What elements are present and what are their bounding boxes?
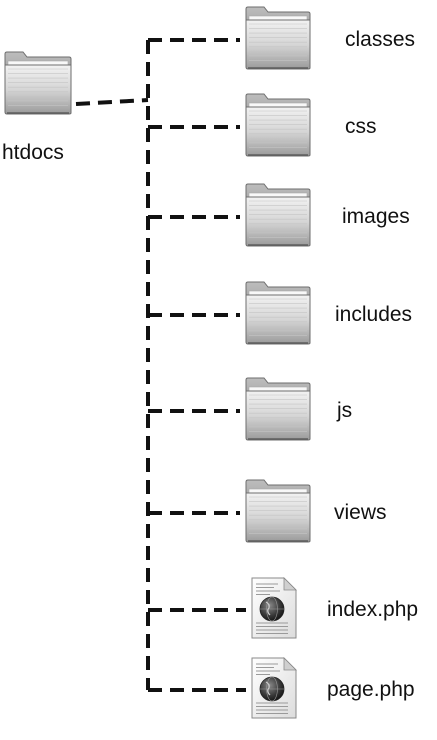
root-folder-node[interactable]: htdocs <box>2 51 72 164</box>
folder-icon <box>245 6 311 70</box>
php-file-icon <box>251 657 297 719</box>
node-label-js: js <box>336 399 352 422</box>
folder-icon <box>245 479 311 543</box>
tree-node-images[interactable]: images <box>148 183 410 247</box>
folder-icon <box>245 281 311 345</box>
tree-node-views[interactable]: views <box>148 479 387 543</box>
node-label-css: css <box>345 115 377 138</box>
tree-connectors <box>75 40 150 690</box>
root-folder-icon <box>4 51 72 115</box>
tree-node-css[interactable]: css <box>148 93 377 157</box>
folder-icon <box>245 93 311 157</box>
tree-node-page-php[interactable]: page.php <box>148 657 415 719</box>
tree-node-js[interactable]: js <box>148 377 352 441</box>
tree-node-classes[interactable]: classes <box>148 6 415 70</box>
node-label-includes: includes <box>335 303 412 326</box>
node-label-images: images <box>342 205 410 228</box>
root-connector <box>75 98 149 106</box>
node-label-page-php: page.php <box>327 678 415 701</box>
tree-node-includes[interactable]: includes <box>148 281 412 345</box>
root-label: htdocs <box>2 141 64 164</box>
folder-icon <box>245 377 311 441</box>
node-label-classes: classes <box>345 28 415 51</box>
tree-node-index-php[interactable]: index.php <box>148 577 418 639</box>
php-file-icon <box>251 577 297 639</box>
folder-icon <box>245 183 311 247</box>
node-label-index-php: index.php <box>327 598 418 621</box>
node-label-views: views <box>334 501 387 524</box>
child-nodes: classes css images includes js views index.php… <box>148 6 418 719</box>
